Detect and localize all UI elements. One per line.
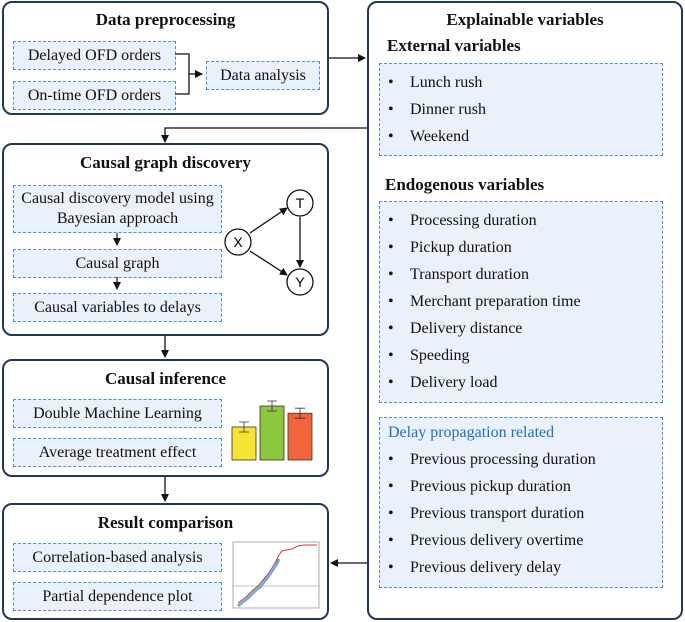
node-t-label: T (296, 195, 305, 211)
dml-box: Double Machine Learning (13, 399, 222, 428)
causal-inference-title: Causal inference (104, 369, 227, 388)
list-item: Previous delivery delay (388, 559, 561, 577)
pdp-plot-icon (232, 541, 320, 609)
list-item: Pickup duration (388, 239, 512, 257)
explainable-variables-panel: Explainable variables External variables… (367, 1, 683, 620)
list-item: Previous pickup duration (388, 478, 571, 496)
ate-bar-icon (231, 400, 313, 461)
endogenous-variables-title: Endogenous variables (385, 175, 545, 194)
list-item: Previous processing duration (388, 451, 596, 469)
ate-box: Average treatment effect (13, 438, 222, 467)
external-variables-title: External variables (387, 36, 521, 55)
bar (259, 405, 285, 461)
causal-discovery-model-box: Causal discovery model using Bayesian ap… (13, 185, 222, 233)
error-bar (267, 400, 277, 412)
endogenous-variables-list: Processing duration Pickup duration Tran… (379, 201, 663, 403)
node-x-label: X (233, 234, 243, 250)
causal-dag: X T Y (224, 189, 314, 296)
external-variables-list: Lunch rush Dinner rush Weekend (379, 63, 663, 156)
error-bar (295, 407, 305, 419)
pdp-box: Partial dependence plot (13, 582, 222, 611)
list-item: Delivery load (388, 374, 498, 392)
list-item: Delivery distance (388, 320, 522, 338)
causal-graph-panel: Causal graph discovery Causal discovery … (2, 143, 329, 336)
preprocessing-title: Data preprocessing (95, 10, 236, 29)
list-item: Dinner rush (388, 101, 486, 119)
node-y (286, 268, 314, 296)
correlation-box: Correlation-based analysis (13, 543, 222, 572)
node-y-label: Y (295, 274, 305, 290)
causal-variables-box: Causal variables to delays (13, 293, 222, 322)
causal-graph-title: Causal graph discovery (80, 153, 251, 172)
list-item: Lunch rush (388, 74, 482, 92)
node-x (224, 228, 252, 256)
merge-connector (175, 53, 203, 95)
delayed-orders-box: Delayed OFD orders (13, 41, 176, 70)
arrow-explainable-to-causal (161, 127, 367, 143)
result-comparison-title: Result comparison (97, 513, 234, 532)
list-item: Transport duration (388, 266, 529, 284)
list-item: Processing duration (388, 212, 537, 230)
ontime-orders-box: On-time OFD orders (13, 81, 176, 110)
delay-propagation-list: Delay propagation related Previous proce… (379, 417, 663, 588)
delay-propagation-title: Delay propagation related (388, 424, 555, 441)
list-item: Merchant preparation time (388, 293, 581, 311)
data-analysis-box: Data analysis (206, 61, 320, 90)
bar (287, 412, 313, 461)
preprocessing-panel: Data preprocessing Delayed OFD orders On… (2, 1, 329, 115)
causal-graph-box: Causal graph (13, 249, 222, 278)
list-item: Speeding (388, 347, 470, 365)
list-item: Weekend (388, 128, 469, 146)
list-item: Previous delivery overtime (388, 532, 583, 550)
list-item: Previous transport duration (388, 505, 584, 523)
node-t (286, 189, 314, 217)
error-bar (239, 421, 249, 433)
explainable-title: Explainable variables (446, 10, 604, 29)
